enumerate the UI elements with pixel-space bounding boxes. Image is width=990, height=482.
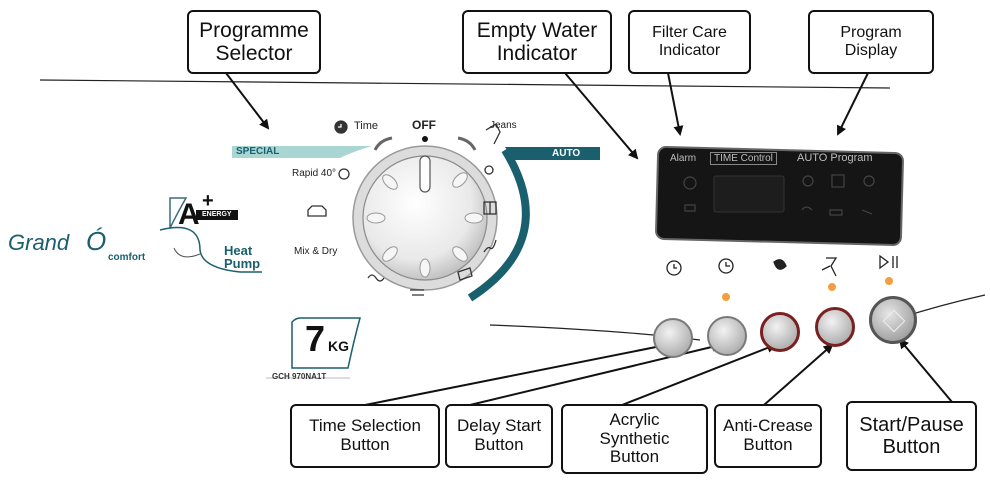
callout-start-pause-button: Start/Pause Button: [846, 401, 977, 471]
dial-pointer: [419, 155, 431, 193]
energy-plus: +: [202, 190, 214, 212]
led-anti-crease: [828, 283, 836, 291]
capacity-unit: KG: [328, 338, 349, 354]
time-readout: [713, 175, 785, 213]
brand-o-glyph: Ó: [86, 226, 107, 256]
dial-dot: [422, 136, 428, 142]
arrow-anti-crease: [763, 343, 834, 406]
button-icons: [666, 254, 898, 277]
auto-band: [505, 147, 600, 160]
display-label-auto-program: AUTO Program: [797, 152, 873, 164]
heat-pump-swoosh: [159, 226, 262, 273]
auto-arc: [467, 147, 530, 302]
arrow-programme-selector: [225, 72, 270, 130]
dial-label-time: Time: [354, 120, 379, 132]
callout-empty-water-indicator: Empty Water Indicator: [462, 10, 612, 74]
dial-label-auto: AUTO: [552, 148, 581, 159]
display-label-time-control: TIME Control: [710, 152, 777, 165]
energy-class: A: [178, 198, 200, 231]
callout-programme-selector: Programme Selector: [187, 10, 321, 74]
anti-crease-button[interactable]: [815, 307, 855, 347]
led-delay-start: [722, 293, 730, 301]
pump-label: Pump: [224, 256, 261, 271]
time-selection-button[interactable]: [653, 318, 693, 358]
special-band: [232, 146, 372, 158]
display-icons: [683, 174, 875, 216]
callout-filter-care-indicator: Filter Care Indicator: [628, 10, 751, 74]
dial-label-special: SPECIAL: [236, 146, 280, 157]
led-start-pause: [885, 277, 893, 285]
arrow-program-display: [837, 72, 869, 136]
energy-bar: [196, 210, 238, 220]
delay-start-button[interactable]: [707, 316, 747, 356]
display-label-alarm: Alarm: [670, 153, 697, 164]
heat-label: Heat: [224, 243, 253, 258]
callout-anti-crease-button: Anti-Crease Button: [714, 404, 822, 468]
dial-label-rapid: Rapid 40°: [292, 168, 337, 179]
dial-label-mix-dry: Mix & Dry: [294, 246, 338, 257]
start-pause-diamond-icon: [882, 309, 906, 333]
brand-sub: comfort: [108, 252, 146, 263]
acrylic-synthetic-button[interactable]: [760, 312, 800, 352]
start-pause-button[interactable]: [869, 296, 917, 344]
arrow-start-pause: [898, 338, 953, 403]
dial-label-jeans: Jeans: [490, 120, 517, 131]
arrow-empty-water: [564, 72, 639, 160]
callout-acrylic-synthetic-button: Acrylic Synthetic Button: [561, 404, 708, 474]
callout-program-display: Program Display: [808, 10, 934, 74]
brand-name: Grand: [8, 230, 70, 255]
arrow-filter-care: [667, 72, 684, 136]
programme-dial: [352, 136, 498, 291]
arrow-time-selection: [364, 341, 668, 406]
energy-word: ENERGY: [202, 211, 232, 218]
callout-delay-start-button: Delay Start Button: [445, 404, 553, 468]
dial-label-off: OFF: [412, 118, 436, 132]
panel-top-edge: [39, 79, 891, 89]
capacity-badge: [291, 317, 361, 369]
arrow-acrylic: [621, 343, 777, 406]
model-number: GCH 970NA1T: [272, 372, 327, 381]
dial-program-icons: [307, 120, 501, 296]
capacity-number: 7: [305, 318, 326, 359]
callout-time-selection-button: Time Selection Button: [290, 404, 440, 468]
